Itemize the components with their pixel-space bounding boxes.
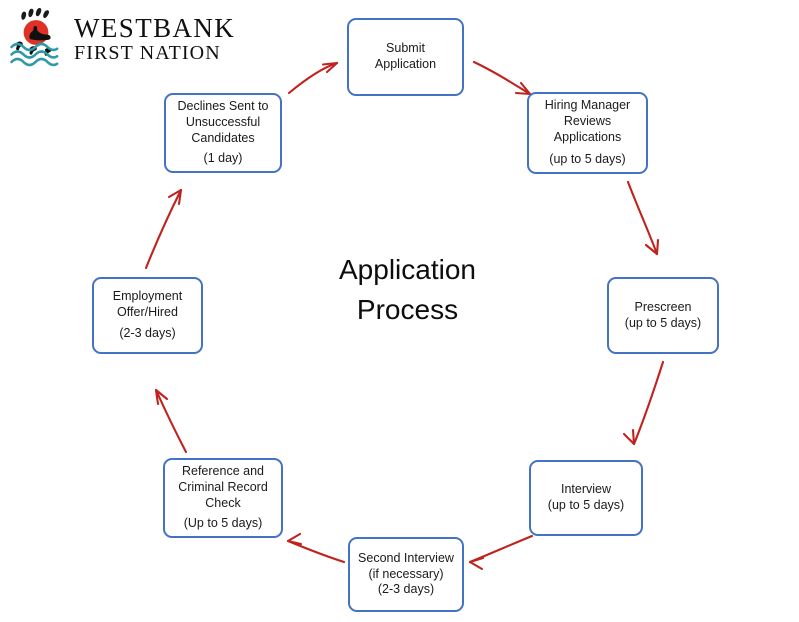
node-line: Application	[374, 57, 437, 71]
logo-wordmark: WESTBANK FIRST NATION	[74, 13, 264, 65]
process-node-submit-application[interactable]: Submit Application	[347, 18, 464, 96]
node-line: Criminal Record	[178, 479, 268, 494]
node-line: (2-3 days)	[377, 582, 435, 597]
process-node-interview[interactable]: Interview (up to 5 days)	[529, 460, 643, 536]
logo-name-line1: WESTBANK	[74, 13, 236, 43]
westbank-first-nation-logo: WESTBANK FIRST NATION	[8, 6, 268, 72]
node-line: Employment	[112, 288, 183, 303]
arrow-reference-check-to-employment-offer	[154, 388, 188, 454]
node-line: Reference and	[181, 464, 264, 478]
node-line: Offer/Hired	[117, 304, 178, 319]
node-line: Prescreen	[634, 299, 692, 314]
node-duration: (Up to 5 days)	[183, 516, 263, 531]
node-line: Check	[205, 495, 241, 510]
arrow-prescreen-to-interview	[622, 360, 665, 446]
process-node-declines-sent-to-unsuccessful-candidates[interactable]: Declines Sent to Unsuccessful Candidates…	[164, 93, 282, 173]
diagram-title-line1: Application	[339, 254, 476, 285]
node-line: Interview	[560, 482, 612, 497]
process-node-hiring-manager-reviews-applications[interactable]: Hiring Manager Reviews Applications (up …	[527, 92, 648, 174]
node-duration: (2-3 days)	[119, 326, 176, 341]
node-line: Submit	[386, 41, 425, 56]
arrow-hiring-manager-to-prescreen	[626, 180, 660, 256]
diagram-title: Application Process	[300, 250, 515, 330]
diagram-title-line2: Process	[356, 293, 459, 325]
arrow-employment-offer-to-declines	[144, 188, 183, 270]
arrow-submit-to-hiring-manager	[472, 60, 532, 96]
logo-name-line2: FIRST NATION	[74, 42, 221, 65]
node-duration: (1 day)	[203, 151, 243, 166]
node-line: Hiring Manager	[544, 98, 631, 112]
node-duration: (up to 5 days)	[549, 152, 626, 167]
node-line: Unsuccessful	[185, 114, 261, 129]
arrow-interview-to-second-interview	[468, 534, 534, 571]
node-line: Applications	[553, 129, 622, 144]
arrow-declines-to-submit	[287, 61, 339, 95]
node-duration: (up to 5 days)	[624, 315, 702, 330]
node-duration: (up to 5 days)	[547, 498, 625, 512]
process-node-second-interview[interactable]: Second Interview (if necessary) (2-3 day…	[348, 537, 464, 612]
bear-paw-wave-logo-icon	[10, 8, 59, 67]
process-node-employment-offer-hired[interactable]: Employment Offer/Hired (2-3 days)	[92, 277, 203, 354]
process-node-reference-and-criminal-record-check[interactable]: Reference and Criminal Record Check (Up …	[163, 458, 283, 538]
arrow-second-interview-to-reference-check	[286, 532, 346, 564]
node-line: Second Interview	[358, 550, 454, 565]
node-line: Declines Sent to	[177, 99, 269, 113]
process-node-prescreen[interactable]: Prescreen (up to 5 days)	[607, 277, 719, 354]
node-line: Reviews	[563, 113, 612, 128]
node-line: Candidates	[191, 130, 255, 145]
node-line: (if necessary)	[368, 566, 444, 581]
